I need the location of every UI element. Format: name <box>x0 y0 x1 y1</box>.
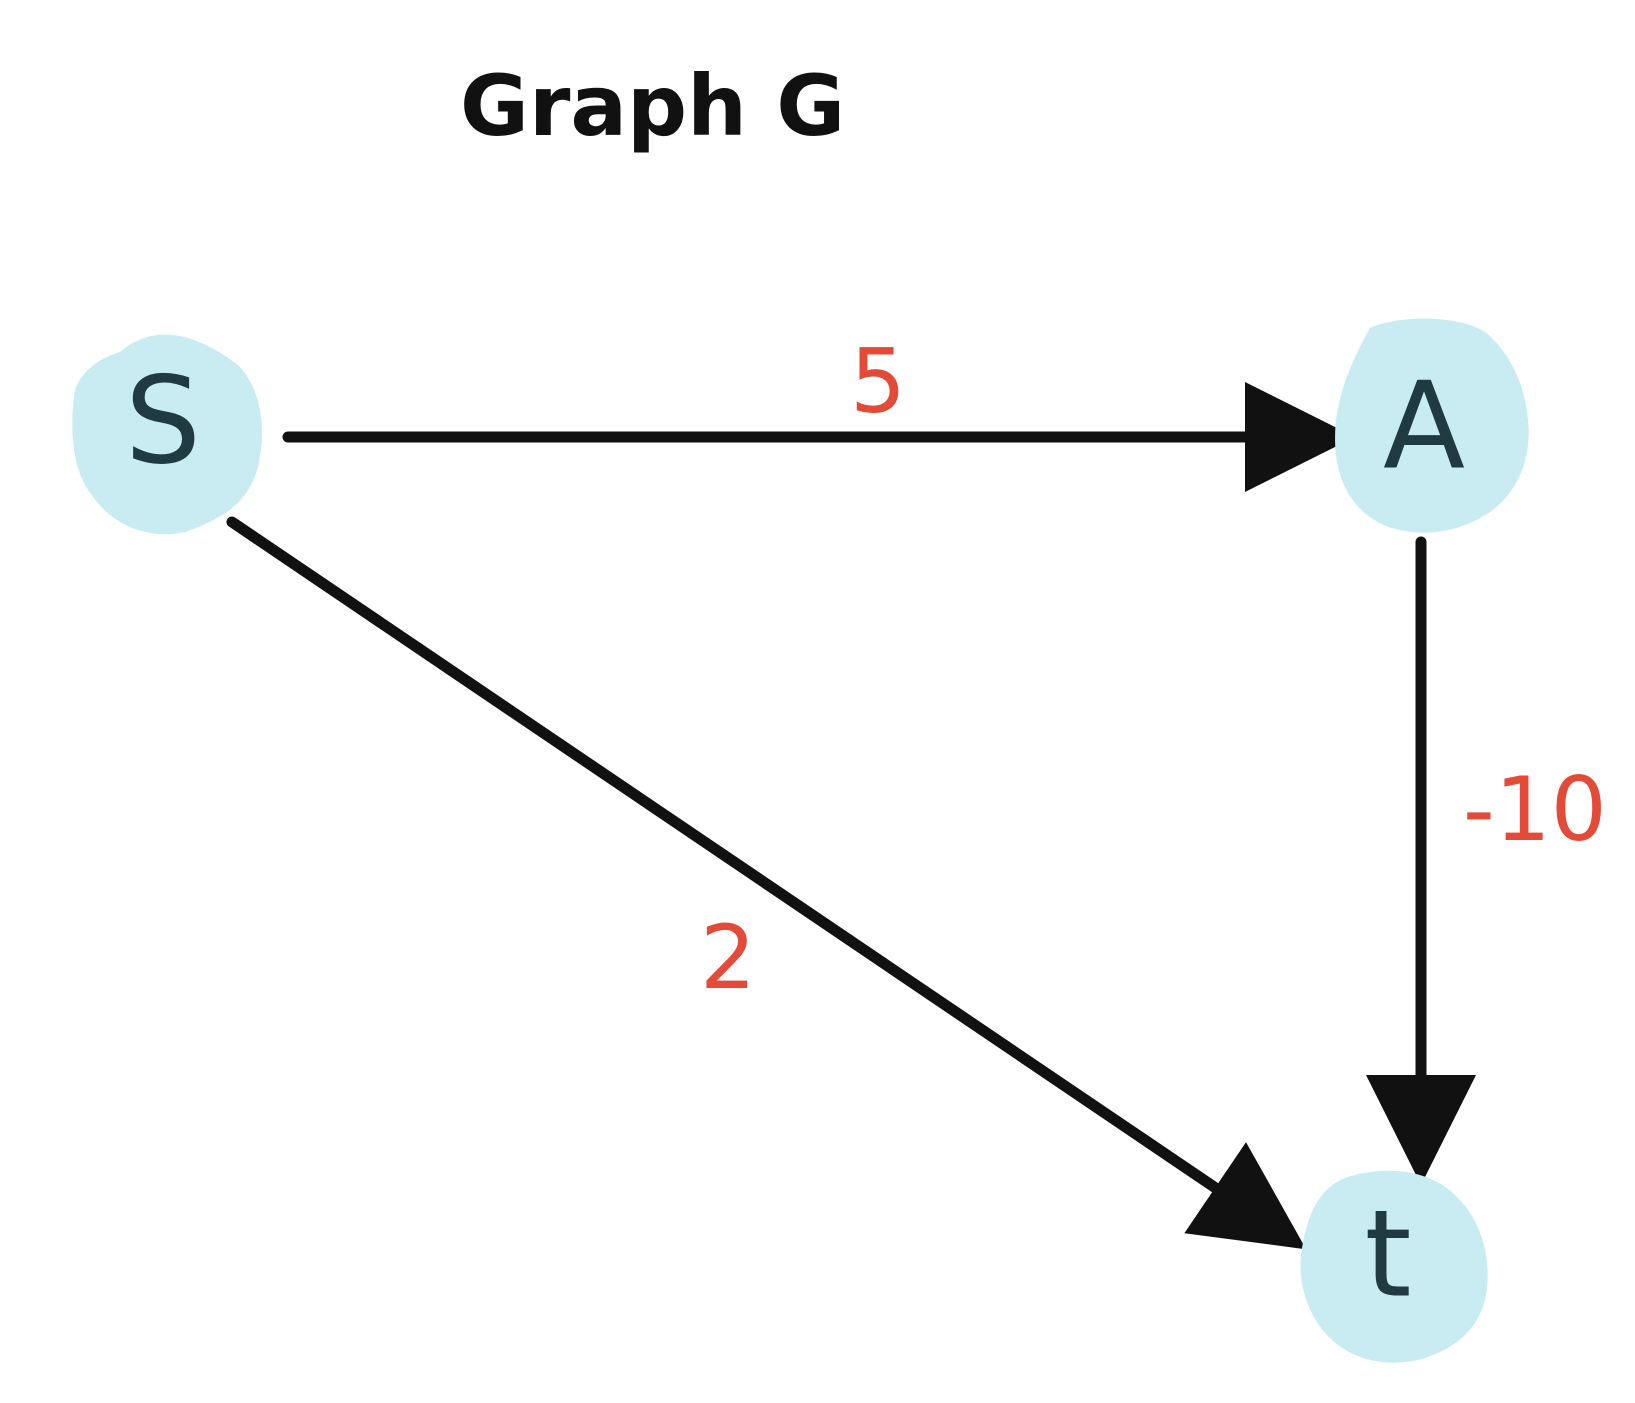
node-t: t <box>1300 1170 1488 1363</box>
graph-title: Graph G <box>460 57 845 155</box>
node-a: A <box>1335 318 1529 533</box>
node-t-blob <box>1300 1170 1488 1363</box>
node-s-blob <box>72 334 262 535</box>
edge-weight-a-t: -10 <box>1463 758 1607 861</box>
edge-weight-s-a: 5 <box>850 330 906 433</box>
node-a-blob <box>1335 318 1529 533</box>
edge-s-to-t <box>226 516 1307 1250</box>
edge-weight-s-t: 2 <box>700 906 756 1009</box>
node-t-label: t <box>1364 1186 1411 1325</box>
node-a-label: A <box>1383 358 1465 497</box>
node-s-label: S <box>125 353 201 492</box>
node-s: S <box>72 334 262 535</box>
